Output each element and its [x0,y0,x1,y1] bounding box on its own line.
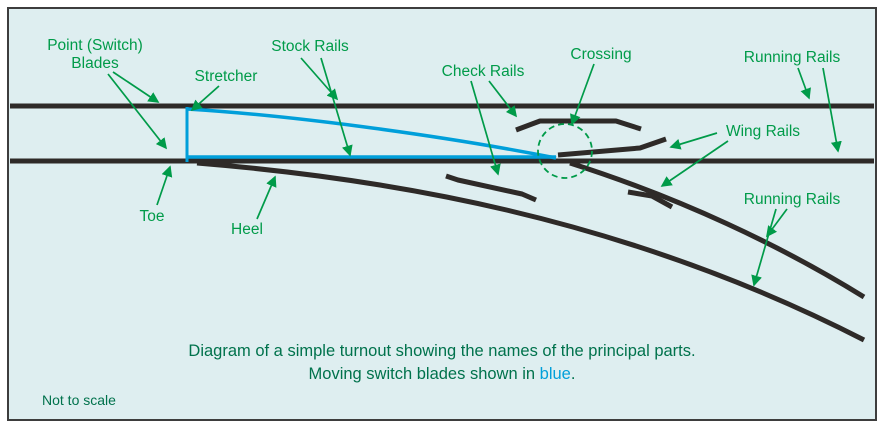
label-point-switch-blades-line2: Blades [71,55,119,72]
label-crossing: Crossing [570,46,631,63]
caption-line2: Moving switch blades shown in blue. [309,365,576,383]
upper-wing-rail [557,136,667,158]
label-heel: Heel [231,221,263,238]
diagram-border [7,7,877,421]
label-stretcher: Stretcher [195,68,258,85]
arrow-check-rail-lower [470,80,501,176]
arrow-point-blades-upper [112,71,160,103]
arrow-crossing [570,63,595,126]
caption-line1: Diagram of a simple turnout showing the … [188,342,695,360]
caption-line2-suffix: . [571,365,576,383]
label-stock-rails: Stock Rails [271,38,349,55]
label-wing-rails: Wing Rails [726,123,800,140]
arrow-wing-rail-lower [660,140,729,187]
arrow-wing-rail-upper [669,132,718,150]
arrow-heel [256,175,277,220]
upper-diverging-running-rail [569,160,866,300]
caption-line2-blue-word: blue [540,365,571,383]
label-running-rails-top: Running Rails [744,49,841,66]
lower-check-rail [445,173,537,203]
arrow-stretcher [190,85,220,112]
label-point-switch-blades-line1: Point (Switch) [47,37,143,54]
curved-switch-blade [186,107,557,160]
arrow-running-rails-bottom-2 [751,208,777,287]
arrow-running-rails-top-2 [822,67,842,153]
caption-line2-prefix: Moving switch blades shown in [309,365,540,383]
crossing-circle [537,123,593,179]
arrow-check-rail-upper [488,80,518,118]
arrow-toe [156,165,173,206]
label-check-rails: Check Rails [442,63,525,80]
arrow-running-rails-top-1 [797,67,811,100]
arrow-point-blades-lower [107,73,168,150]
lower-wing-rail [627,189,674,210]
label-toe: Toe [140,208,165,225]
not-to-scale-note: Not to scale [42,392,116,408]
lower-diverging-running-rail [196,160,866,343]
arrow-stock-rail-lower [320,57,353,157]
label-running-rails-bottom: Running Rails [744,191,841,208]
